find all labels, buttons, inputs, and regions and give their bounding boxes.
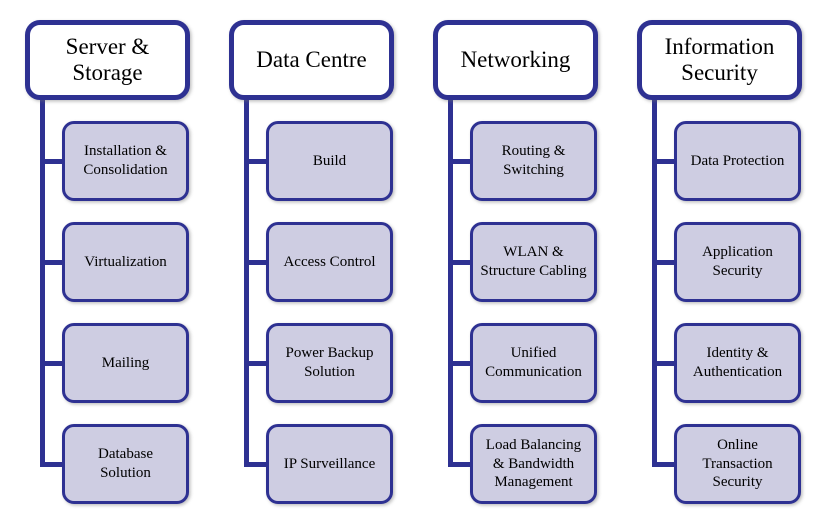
category-header-data-centre: Data Centre [229,20,394,100]
category-title: Data Centre [256,46,367,72]
item-label: Online Transaction Security [702,436,773,491]
item-label: Database Solution [98,446,153,481]
connector-trunk [652,98,657,467]
item-label: Mailing [101,354,150,371]
item-box: Virtualization [40,222,189,302]
item-label: Access Control [283,253,376,270]
item-label: Unified Communication [485,345,582,380]
item-box: Load Balancing & Bandwidth Management [448,424,597,504]
connector-trunk [448,98,453,467]
item-label: IP Surveillance [283,455,376,472]
item-label: Data Protection [690,152,785,169]
category-items: Installation & Consolidation Virtualizat… [25,121,190,504]
item-label: Virtualization [84,253,167,270]
item-label: Routing & Switching [501,143,566,178]
category-header-networking: Networking [433,20,598,100]
category-items: Routing & Switching WLAN & Structure Cab… [433,121,598,504]
item-box: Power Backup Solution [244,323,393,403]
item-label: Build [312,152,347,169]
item-label: WLAN & Structure Cabling [480,244,587,279]
item-label: Power Backup Solution [285,345,374,380]
category-title: Server & Storage [65,33,150,85]
category-title: Information Security [664,33,775,85]
item-box: Data Protection [652,121,801,201]
item-label: Identity & Authentication [692,345,783,380]
item-box: Database Solution [40,424,189,504]
item-box: Installation & Consolidation [40,121,189,201]
item-label: Installation & Consolidation [83,143,168,178]
item-box: Build [244,121,393,201]
item-box: IP Surveillance [244,424,393,504]
item-box: Routing & Switching [448,121,597,201]
category-items: Build Access Control Power Backup Soluti… [229,121,394,504]
item-box: Application Security [652,222,801,302]
item-box: Access Control [244,222,393,302]
category-items: Data Protection Application Security Ide… [637,121,802,504]
item-label: Load Balancing & Bandwidth Management [485,436,582,491]
item-box: Online Transaction Security [652,424,801,504]
item-box: Mailing [40,323,189,403]
connector-trunk [244,98,249,467]
item-box: Identity & Authentication [652,323,801,403]
category-title: Networking [460,46,571,72]
category-column-server-storage: Server & Storage Installation & Consolid… [25,20,190,526]
category-column-data-centre: Data Centre Build Access Control Power B… [229,20,394,526]
connector-trunk [40,98,45,467]
category-header-server-storage: Server & Storage [25,20,190,100]
category-column-networking: Networking Routing & Switching WLAN & St… [433,20,598,526]
category-header-information-security: Information Security [637,20,802,100]
category-column-information-security: Information Security Data Protection App… [637,20,802,526]
item-label: Application Security [702,244,773,279]
item-box: WLAN & Structure Cabling [448,222,597,302]
item-box: Unified Communication [448,323,597,403]
